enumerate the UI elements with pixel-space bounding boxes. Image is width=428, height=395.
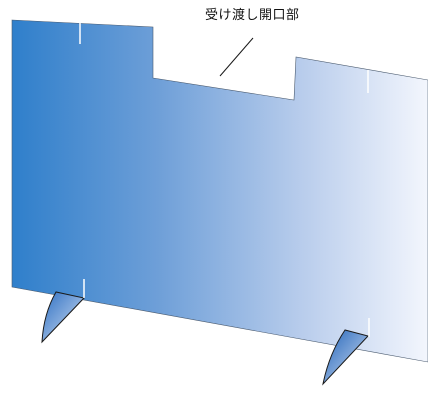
opening-callout-label: 受け渡し開口部 xyxy=(205,8,300,23)
right-foot-front xyxy=(322,329,369,386)
left-foot-front xyxy=(41,291,85,344)
callout-leader-line xyxy=(219,37,254,77)
acrylic-panel xyxy=(11,19,428,363)
